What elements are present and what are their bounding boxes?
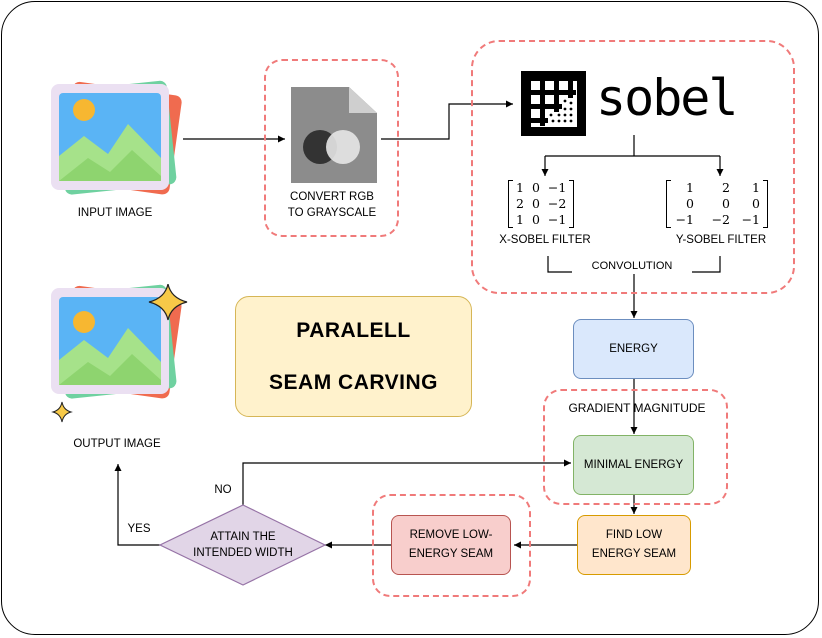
- remove-group: [372, 494, 531, 597]
- grayscale-label: CONVERT RGB TO GRAYSCALE: [272, 189, 392, 221]
- title-line2: SEAM CARVING: [269, 370, 438, 394]
- decision-diamond: [158, 504, 327, 586]
- matrix-cell: 0: [531, 212, 540, 227]
- decision-line1: ATTAIN THE: [210, 531, 276, 543]
- convolution-label: CONVOLUTION: [572, 258, 692, 274]
- find-seam-node: FIND LOW ENERGY SEAM: [577, 515, 691, 575]
- input-image-icon: [51, 80, 182, 195]
- matrix-cell: 0: [752, 196, 760, 211]
- decision-line2: INTENDED WIDTH: [193, 547, 293, 559]
- matrix-cell: 0: [531, 180, 540, 195]
- input-image-label: INPUT IMAGE: [77, 207, 153, 219]
- minimal-energy-node: MINIMAL ENERGY: [573, 435, 694, 495]
- sobel-group: [471, 40, 795, 294]
- find-seam-line1: FIND LOW: [605, 529, 663, 541]
- y-sobel-label: Y-SOBEL FILTER: [675, 234, 767, 246]
- output-image-sparkle-icon: [51, 284, 188, 423]
- matrix-cell: −2: [711, 212, 730, 227]
- matrix-cell: −1: [675, 212, 694, 227]
- x-sobel-label: X-SOBEL FILTER: [499, 234, 591, 246]
- matrix-cell: −1: [547, 212, 567, 227]
- matrix-cell: 1: [516, 180, 524, 195]
- matrix-cell: 0: [722, 196, 730, 211]
- branch-no-label: NO: [214, 484, 232, 496]
- matrix-cell: 2: [722, 180, 730, 195]
- grayscale-group: [264, 59, 399, 237]
- find-seam-line2: ENERGY SEAM: [591, 548, 677, 560]
- matrix-cell: −2: [547, 196, 567, 211]
- remove-seam-node: REMOVE LOW- ENERGY SEAM: [391, 515, 511, 575]
- grayscale-label-line2: TO GRAYSCALE: [287, 207, 377, 219]
- remove-seam-line1: REMOVE LOW-: [409, 529, 493, 541]
- matrix-cell: 0: [686, 196, 694, 211]
- matrix-bracket-right: [569, 180, 575, 228]
- energy-node: ENERGY: [573, 319, 694, 379]
- grayscale-label-line1: CONVERT RGB: [290, 191, 374, 203]
- matrix-cell: 1: [752, 180, 760, 195]
- output-image-label: OUTPUT IMAGE: [73, 438, 161, 450]
- matrix-bracket-left: [508, 180, 513, 228]
- arrow-no-loop: [242, 459, 571, 520]
- grayscale-file-icon: [291, 87, 377, 183]
- energy-label: ENERGY: [609, 342, 658, 355]
- title-line1: PARALELL: [296, 318, 411, 342]
- sobel-logo-text: sobel: [596, 69, 739, 127]
- minimal-energy-label: MINIMAL ENERGY: [583, 458, 684, 471]
- remove-seam-line2: ENERGY SEAM: [408, 548, 494, 560]
- y-sobel-matrix: 1 2 1 0 0 0 −1 −2 −1: [666, 180, 768, 228]
- sobel-split-connector: [545, 135, 720, 157]
- title-box: PARALELL SEAM CARVING: [235, 296, 472, 417]
- matrix-cell: 1: [686, 180, 694, 195]
- arrow-grayscale-to-sobel: [381, 100, 513, 140]
- gradient-group: [543, 389, 728, 505]
- matrix-cell: 2: [516, 196, 524, 211]
- gradient-magnitude-label: GRADIENT MAGNITUDE: [568, 401, 706, 415]
- arrow-yes-to-output: [114, 464, 160, 546]
- matrix-bracket-left: [666, 180, 671, 228]
- decision-label: ATTAIN THE INTENDED WIDTH: [183, 529, 303, 561]
- matrix-cell: 1: [516, 212, 524, 227]
- matrix-bracket-right: [763, 180, 768, 228]
- sobel-grid-icon: [521, 71, 586, 136]
- branch-yes-label: YES: [127, 523, 151, 535]
- matrix-cell: −1: [547, 180, 567, 195]
- matrix-cell: −1: [741, 212, 760, 227]
- matrix-cell: 0: [531, 196, 540, 211]
